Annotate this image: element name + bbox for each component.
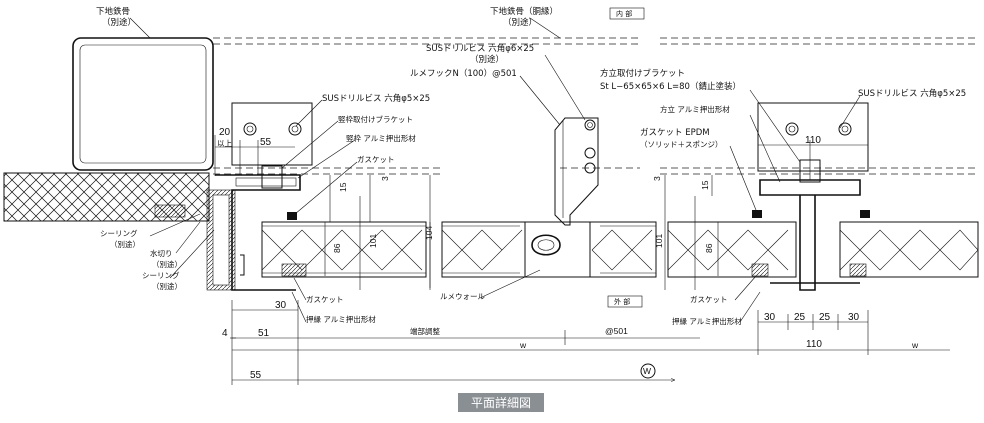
label-sealing-1: シーリング [100,228,138,238]
dim-55-bottom: 55 [250,370,262,381]
dim-w-right: w [911,340,919,350]
label-oshibuchi-right: 押縁 アルミ押出形材 [672,316,742,326]
title-badge: 平面詳細図 [458,393,544,412]
label-naibu: 内 部 [616,9,632,18]
dim-ijo: 以上 [217,139,232,148]
left-bracket-assembly [215,102,313,291]
dim-55-top: 55 [260,137,272,148]
dim-110-bottom: 110 [806,339,822,350]
label-gasket-left-bottom: ガスケット [306,294,344,304]
label-betto-2: （別途） [503,17,537,28]
right-bracket-assembly [757,102,869,291]
dim-w-circle: W [643,366,651,376]
dim-w-left: w [519,340,527,350]
label-kata-bracket-spec: St L−65×65×6 L=80（錆止塗装） [600,81,741,92]
dim-51: 51 [258,328,270,339]
dim-30-r1: 30 [764,312,776,323]
label-betto-5: （別途） [152,259,182,269]
dim-30-r2: 30 [848,312,860,323]
label-gasket-left-top: ガスケット [357,154,395,164]
label-betto-1: （別途） [102,17,136,28]
label-lumi-hook: ルメフックN（100）@501 [410,68,517,79]
label-tanbu-chosei: 端部調整 [410,326,440,336]
label-pitch: @501 [605,326,628,336]
lumi-hook [554,117,599,226]
label-sus-drill-screw-top: SUSドリルビス 六角φ6×25 [426,43,534,54]
label-tatewaku-bracket: 竪枠取付けブラケット [338,114,413,124]
dim-30-left: 30 [275,300,287,311]
dim-101-left: 101 [368,234,378,248]
dim-15-left: 15 [338,182,348,192]
label-kata-alumi: 方立 アルミ押出形材 [660,104,730,114]
drawing-title: 平面詳細図 [471,395,531,410]
steel-girt-dashed-lines [213,37,978,175]
naibu-box: 内 部 [609,7,645,20]
dim-25-r2: 25 [819,312,831,323]
label-kata-bracket: 方立取付けブラケット [600,68,685,79]
leader-lines [129,17,861,323]
label-betto-3: （別途） [470,54,504,65]
dim-15-right: 15 [700,180,710,190]
gaibu-box: 外 部 [607,295,643,308]
w-circle-marker: W [640,363,656,379]
label-gasket-epdm-sub: （ソリッド＋スポンジ） [640,140,723,149]
label-sealing-2: シーリング [142,270,180,280]
label-gasket-right-bottom: ガスケット [690,294,728,304]
label-gasket-epdm: ガスケット EPDM [640,127,710,138]
dim-110-top: 110 [805,135,821,146]
label-sus-drill-screw-left: SUSドリルビス 六角φ5×25 [322,93,430,104]
annotation-labels: 下地鉄骨 （別途） 下地鉄骨（胴縁） （別途） 内 部 外 部 SUSドリルビス… [96,6,966,336]
dimension-values: 20 以上 55 15 3 86 101 104 30 4 51 w 55 W … [217,127,919,381]
dim-86-right: 86 [704,243,714,253]
dim-3-right: 3 [652,176,662,181]
label-oshibuchi-left: 押縁 アルミ押出形材 [306,314,376,324]
dim-86-left: 86 [332,243,342,253]
label-betto-6: （別途） [152,281,182,291]
label-shitaji-tekkotsu: 下地鉄骨 [96,6,130,17]
label-betto-4: （別途） [110,239,140,249]
panel-section-middle [441,221,657,278]
label-tatewaku-alumi: 竪枠 アルミ押出形材 [346,133,416,143]
panel-section-right [667,210,979,278]
dim-101-right: 101 [654,234,664,248]
dim-4: 4 [222,328,228,339]
dimension-lines [214,135,950,385]
label-lumi-wall: ルメウォール [440,292,485,301]
panel-section-left [261,221,431,288]
adjacent-wall-panel [3,172,236,291]
dim-3-left: 3 [380,176,390,181]
label-gaibu: 外 部 [614,297,630,306]
dim-20: 20 [219,127,231,138]
label-sus-drill-screw-right: SUSドリルビス 六角φ5×25 [858,88,966,99]
steel-frame-left [72,37,214,171]
label-shitaji-tekkotsu-kaiso: 下地鉄骨（胴縁） [490,6,558,17]
label-mizukiri: 水切り [150,248,173,258]
dim-104: 104 [424,226,434,240]
dim-25-r1: 25 [794,312,806,323]
